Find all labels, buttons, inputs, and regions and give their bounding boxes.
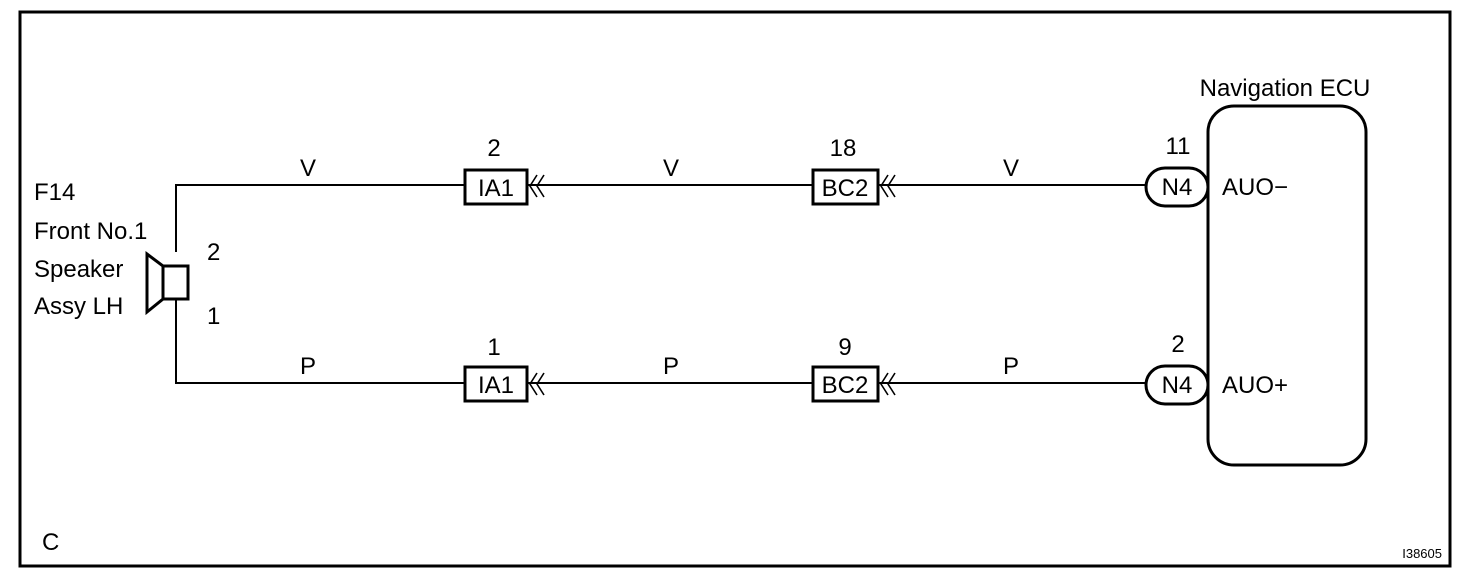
wire-color-label: P [663, 353, 679, 380]
connector-bc2-top: BC2 [811, 168, 896, 206]
bottom-wire [175, 300, 1146, 384]
connector-pin: 11 [1166, 133, 1191, 160]
ecu-terminal-top: AUO− [1222, 174, 1288, 201]
speaker-code: F14 [34, 179, 75, 206]
connector-n4-top: N4 [1144, 166, 1210, 208]
connector-name: BC2 [822, 372, 869, 399]
chevron-icon [529, 372, 545, 396]
speaker-name-line: Speaker [34, 256, 123, 283]
wire-color-label: V [1003, 155, 1019, 182]
wire-color-label: V [663, 155, 679, 182]
chevron-icon [880, 372, 896, 396]
connector-pin: 18 [830, 135, 857, 162]
speaker-name-line: Assy LH [34, 293, 123, 320]
ecu-title: Navigation ECU [1200, 75, 1371, 102]
connector-ia1-top: IA1 [463, 168, 545, 206]
connector-pin: 2 [1171, 331, 1184, 358]
connector-name: IA1 [478, 372, 514, 399]
connector-ia1-bottom: IA1 [463, 365, 545, 403]
speaker-pin-bottom: 1 [207, 303, 220, 330]
wire-color-label: V [300, 155, 316, 182]
corner-label: C [42, 529, 59, 556]
connector-name: N4 [1162, 372, 1193, 399]
connector-name: BC2 [822, 175, 869, 202]
connector-name: IA1 [478, 175, 514, 202]
connector-bc2-bottom: BC2 [811, 365, 896, 403]
chevron-icon [880, 174, 896, 198]
chevron-icon [529, 174, 545, 198]
wire-color-label: P [300, 353, 316, 380]
diagram-frame [18, 10, 1452, 568]
speaker-name-line: Front No.1 [34, 218, 147, 245]
connector-name: N4 [1162, 174, 1193, 201]
ecu-terminal-bottom: AUO+ [1222, 372, 1288, 399]
top-wire [175, 184, 1146, 252]
connector-n4-bottom: N4 [1144, 364, 1210, 406]
connector-pin: 9 [838, 334, 851, 361]
connector-pin: 2 [487, 135, 500, 162]
connector-pin: 1 [487, 334, 500, 361]
speaker-icon [145, 251, 190, 316]
wire-color-label: P [1003, 353, 1019, 380]
speaker-pin-top: 2 [207, 239, 220, 266]
navigation-ecu-box [1206, 104, 1368, 467]
figure-id: I38605 [1402, 546, 1442, 561]
